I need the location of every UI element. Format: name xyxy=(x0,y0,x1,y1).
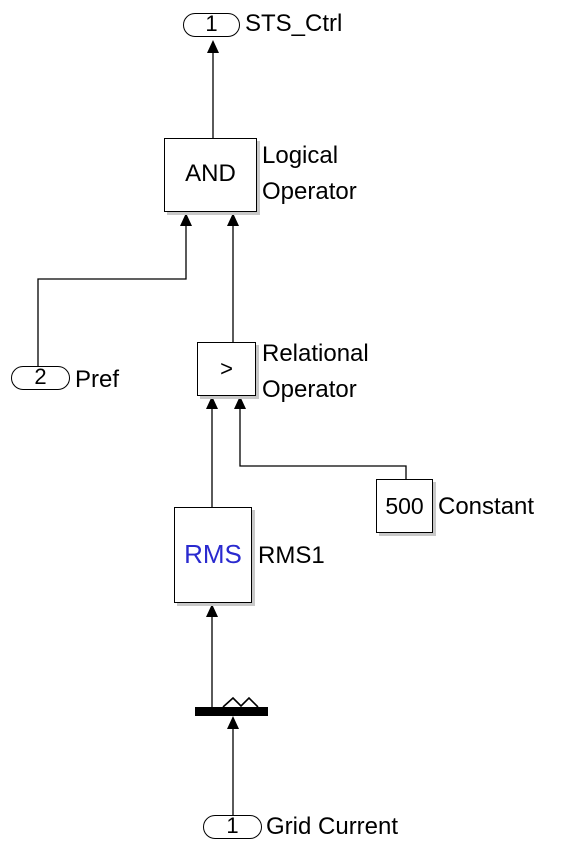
rms-symbol: RMS xyxy=(184,539,242,569)
outport-1-label: STS_Ctrl xyxy=(245,10,343,37)
outport-1[interactable]: 1 xyxy=(183,13,240,37)
relational-operator-label-line2: Operator xyxy=(262,376,357,403)
inport-2[interactable]: 2 xyxy=(11,366,70,390)
bus-bar-block xyxy=(195,696,268,716)
relational-operator-symbol: > xyxy=(220,356,233,381)
relational-operator-block[interactable]: > xyxy=(197,342,256,396)
signal-line-pref-to-and xyxy=(37,222,187,366)
arrowhead-and-in1 xyxy=(180,213,192,226)
inport-2-number: 2 xyxy=(34,364,47,389)
rms-label: RMS1 xyxy=(258,542,325,569)
constant-block[interactable]: 500 xyxy=(376,479,433,533)
inport-1-number: 1 xyxy=(226,813,239,838)
arrowhead-relational-in2 xyxy=(234,396,246,409)
logical-operator-label-line2: Operator xyxy=(262,178,357,205)
constant-value: 500 xyxy=(385,493,424,519)
signal-line-constant-to-relational xyxy=(239,406,407,479)
outport-1-number: 1 xyxy=(205,11,218,36)
arrowhead-relational-in1 xyxy=(206,396,218,409)
constant-label: Constant xyxy=(438,493,535,520)
arrowhead-and-in2 xyxy=(227,213,239,226)
inport-2-label: Pref xyxy=(75,366,120,393)
inport-1-label: Grid Current xyxy=(266,813,399,840)
relational-operator-label-line1: Relational xyxy=(262,340,369,367)
logical-operator-symbol: AND xyxy=(185,160,236,187)
logical-operator-block[interactable]: AND xyxy=(164,138,257,212)
arrowhead-bar-in xyxy=(227,716,239,729)
arrowhead-outport xyxy=(207,40,219,53)
arrowhead-rms-in xyxy=(206,604,218,617)
inport-1[interactable]: 1 xyxy=(203,815,262,839)
logical-operator-label-line1: Logical xyxy=(262,142,339,169)
rms-block[interactable]: RMS xyxy=(174,507,252,603)
